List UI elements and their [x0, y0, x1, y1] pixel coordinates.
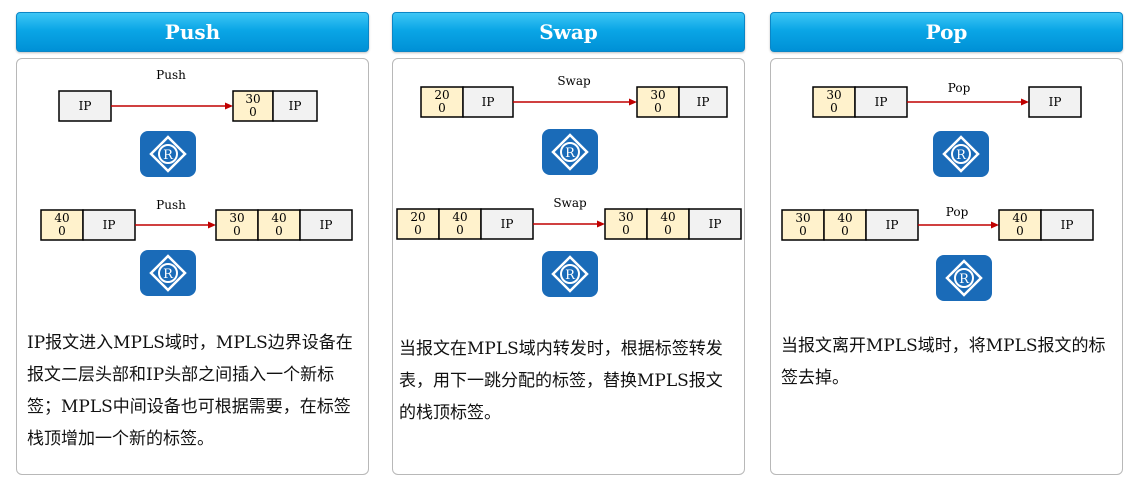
swap-description: 当报文在MPLS域内转发时，根据标签转发表，用下一跳分配的标签，替换MPLS报文…: [399, 339, 723, 423]
ip-text: IP: [501, 217, 514, 231]
push-top-op-label: Push: [156, 68, 186, 82]
ip-text: IP: [1049, 95, 1062, 109]
pop-bottom-op-label: Pop: [946, 205, 969, 219]
pop-bottom-arrow: [918, 221, 999, 229]
ip-text: IP: [289, 99, 302, 113]
push-top-arrow: [111, 102, 233, 110]
pop-top-arrow: [907, 98, 1029, 106]
router-icon: R: [140, 250, 196, 296]
swap-bottom-arrow: [533, 220, 605, 228]
ip-text: IP: [320, 218, 333, 232]
push-header: Push: [16, 12, 369, 52]
swap-top-op-label: Swap: [557, 74, 591, 88]
router-icon: R: [542, 251, 598, 297]
ip-text: IP: [103, 218, 116, 232]
svg-text:R: R: [956, 148, 967, 163]
svg-text:R: R: [565, 268, 576, 283]
ip-text: IP: [79, 99, 92, 113]
swap-header: Swap: [392, 12, 745, 52]
pop-top-op-label: Pop: [948, 81, 971, 95]
swap-bottom-op-label: Swap: [553, 196, 587, 210]
push-bottom-op-label: Push: [156, 198, 186, 212]
push-top-before-packet: IP: [58, 90, 112, 122]
pop-description: 当报文离开MPLS域时，将MPLS报文的标签去掉。: [781, 336, 1106, 388]
pop-header: Pop: [770, 12, 1123, 52]
swap-top-arrow: [513, 98, 637, 106]
svg-text:R: R: [565, 146, 576, 161]
router-icon: R: [933, 131, 989, 177]
ip-text: IP: [875, 95, 888, 109]
ip-text: IP: [886, 218, 899, 232]
ip-text: IP: [482, 95, 495, 109]
router-icon: R: [140, 131, 196, 177]
ip-text: IP: [709, 217, 722, 231]
router-icon: R: [542, 129, 598, 175]
ip-text: IP: [697, 95, 710, 109]
push-description: IP报文进入MPLS域时，MPLS边界设备在报文二层头部和IP头部之间插入一个新…: [27, 333, 353, 449]
ip-text: IP: [1061, 218, 1074, 232]
svg-text:R: R: [959, 272, 970, 287]
pop-top-after-packet: IP: [1028, 86, 1082, 118]
router-icon: R: [936, 255, 992, 301]
svg-text:R: R: [163, 148, 174, 163]
push-bottom-arrow: [135, 221, 216, 229]
svg-text:R: R: [163, 267, 174, 282]
